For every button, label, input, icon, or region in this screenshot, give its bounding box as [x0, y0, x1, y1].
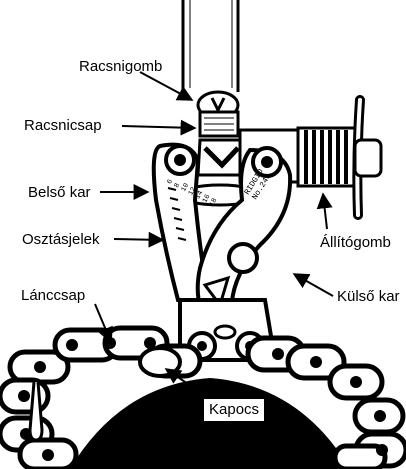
label-allitogomb: Állítógomb [320, 234, 391, 252]
ratchet-knob [198, 92, 238, 136]
label-racsnigomb: Racsnigomb [79, 58, 162, 76]
chain-hook [30, 382, 42, 440]
label-lanccsap: Lánccsap [21, 287, 85, 305]
label-kulso-kar: Külső kar [337, 288, 400, 306]
pipe [70, 378, 350, 469]
label-belso-kar: Belső kar [28, 184, 91, 202]
label-osztasjelek: Osztásjelek [22, 231, 100, 249]
clip [140, 348, 180, 376]
handle-shaft [183, 0, 238, 92]
label-kapocs: Kapocs [203, 398, 265, 422]
label-racsnicsap: Racsnicsap [24, 117, 102, 135]
